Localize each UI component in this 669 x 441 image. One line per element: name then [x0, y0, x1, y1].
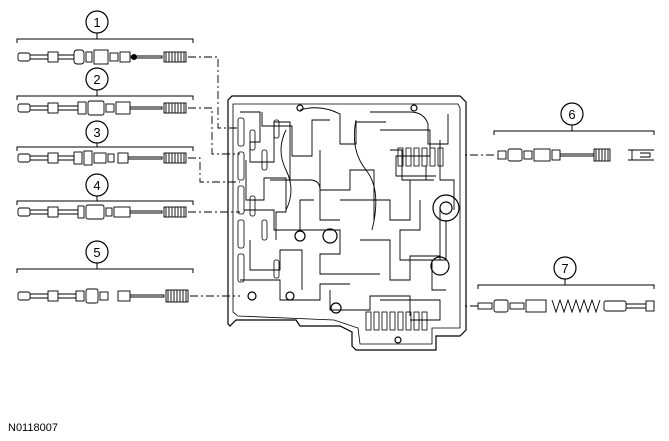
callout-5: 5: [85, 240, 109, 264]
callout-1: 1: [85, 10, 109, 34]
callout-1-label: 1: [93, 15, 100, 30]
callout-5-label: 5: [93, 245, 100, 260]
callout-3-label: 3: [93, 125, 100, 140]
figure-id-label: N0118007: [8, 422, 58, 434]
leader-lines: [188, 56, 494, 307]
callout-7-label: 7: [561, 261, 568, 276]
spring-6: [593, 148, 611, 162]
callout-brackets: [16, 33, 655, 289]
callout-4: 4: [85, 173, 109, 197]
callout-3: 3: [85, 120, 109, 144]
spring-3: [163, 152, 187, 164]
valve-assembly-2: [17, 100, 187, 116]
callout-2-label: 2: [93, 72, 100, 87]
valve-assembly-4: [17, 204, 187, 220]
callout-7: 7: [553, 256, 577, 280]
spring-2: [163, 102, 187, 114]
spring-4: [163, 206, 187, 218]
callout-6: 6: [560, 102, 584, 126]
valve-assembly-3: [17, 150, 187, 166]
spring-7: [551, 298, 601, 314]
valve-assembly-6: [497, 148, 654, 162]
valve-assembly-7: [477, 298, 655, 314]
spring-1: [163, 51, 187, 63]
valve-assembly-5: [17, 288, 189, 304]
callout-6-label: 6: [568, 107, 575, 122]
spring-5: [165, 289, 189, 303]
callout-2: 2: [85, 67, 109, 91]
callout-4-label: 4: [93, 178, 100, 193]
valve-assembly-1: [17, 49, 187, 65]
valve-body-casting: [227, 95, 467, 351]
